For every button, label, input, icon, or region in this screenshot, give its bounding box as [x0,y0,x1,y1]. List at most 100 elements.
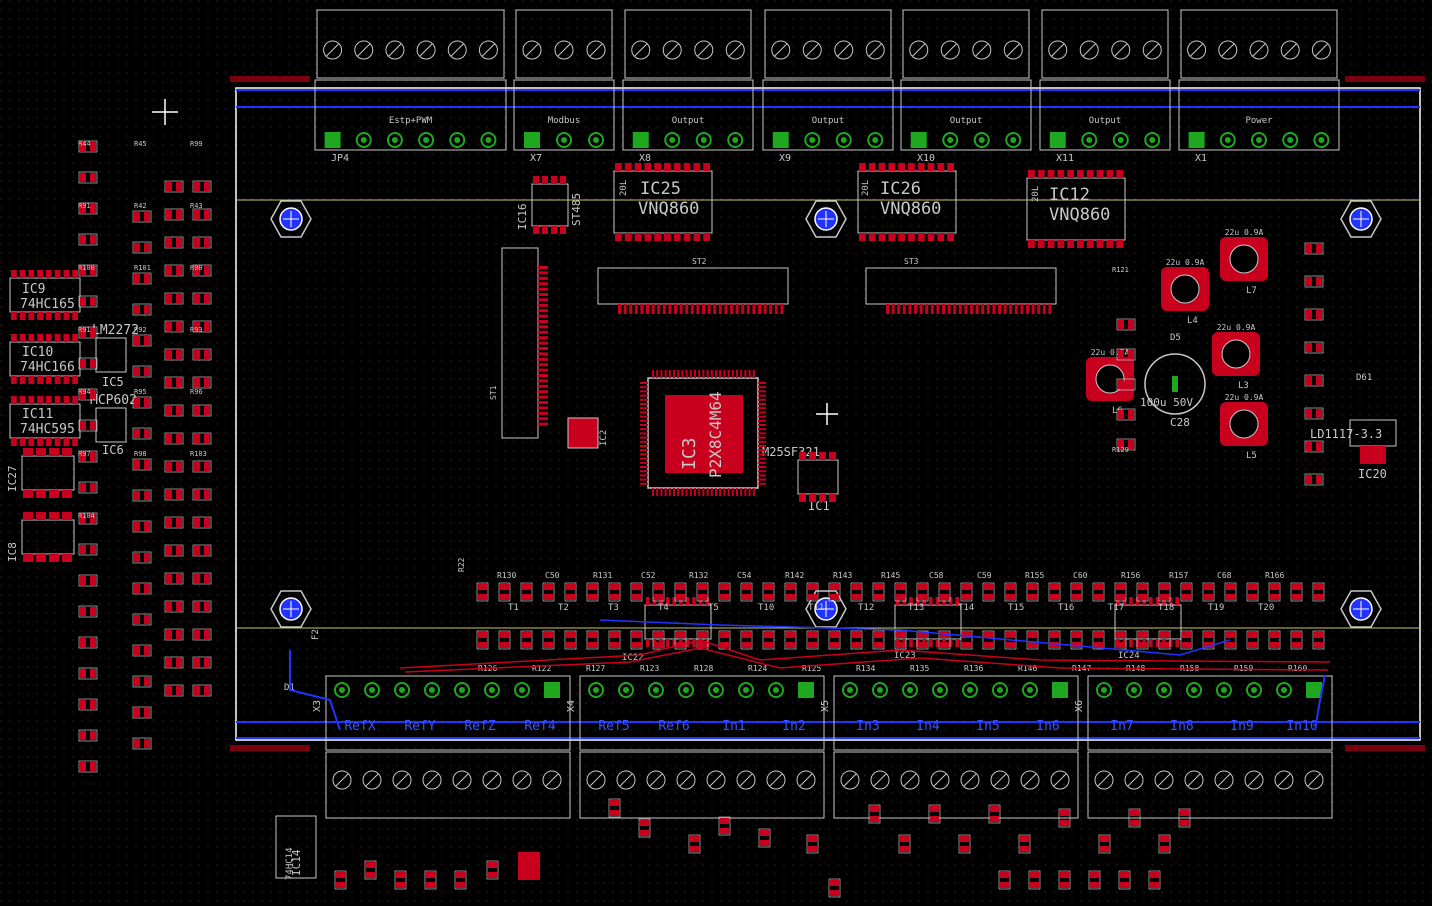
inductor-ref: L6 [1112,406,1123,416]
ic2-ref: IC2 [599,430,609,446]
connector-ref: X1 [1195,153,1207,164]
inductor-value: 22u 0.9A [1225,393,1264,402]
component-ref: R156 [1121,571,1140,580]
component-ref: R96 [190,388,203,396]
ic27-package[interactable]: IC27 [6,455,75,493]
ic10-package[interactable]: IC10 74HC166 [9,341,81,377]
input-pin-label: Ref4 [524,719,555,734]
ic11-ref: IC11 [22,407,53,422]
ic12-part: VNQ860 [1049,205,1110,225]
input-pin-label: In5 [976,719,999,734]
connector-ref: X7 [530,153,542,164]
ic1-ref: IC1 [808,499,830,513]
component-ref: R127 [586,664,605,673]
component-ref: C68 [1217,571,1232,580]
ic10-part: 74HC166 [20,360,75,375]
ic9-package[interactable]: IC9 74HC165 [9,277,81,313]
mounting-hole [1340,590,1382,628]
component-ref: T4 [658,603,669,613]
connector-ref: X5 [820,700,831,712]
ic6-part: MCP602 [90,393,137,408]
component-ref: R155 [1025,571,1044,580]
ic27-ref: IC27 [6,466,19,493]
ic26-pins: 20L [861,180,871,196]
ic20-regulator[interactable]: LD1117-3.3 IC20 [1310,419,1397,481]
ic10-ref: IC10 [22,345,53,360]
input-pin-label: In8 [1170,719,1193,734]
ic26-package[interactable]: IC26 VNQ860 20L [857,170,957,234]
component-ref: C59 [977,571,992,580]
component-ref: T14 [958,603,974,613]
c28-ref: C28 [1170,416,1190,429]
component-ref: T19 [1208,603,1224,613]
st1-label: ST1 [489,385,498,400]
copper-traces [289,619,1331,731]
ic11-part: 74HC595 [20,422,75,437]
component-ref: R136 [964,664,983,673]
connector-label: Output [950,116,983,126]
connector-ref: X9 [779,153,791,164]
component-ref: R22 [457,557,466,572]
ic8-ref: IC8 [6,542,19,562]
connector-x5[interactable]: In3 In4 In5 In6 X5 [820,675,1079,819]
ic9-part: 74HC165 [20,297,75,312]
connector-ref: X3 [312,700,323,712]
connector-ref: X6 [1074,700,1085,712]
component-ref: R99 [190,140,203,148]
c28-capacitor[interactable]: 100u 50V C28 [1140,353,1206,429]
component-ref: R92 [134,326,147,334]
ic8-package[interactable]: IC8 [6,519,75,562]
component-ref: R121 [1112,266,1129,274]
component-ref: R44 [78,140,91,148]
ic23-ref: IC23 [894,651,916,661]
ic11-package[interactable]: IC11 74HC595 [9,403,81,439]
ic5-package[interactable]: LM2272 IC5 [92,323,139,389]
ic2-package[interactable]: IC2 [567,417,609,449]
inductor-ref: L3 [1238,381,1249,391]
component-ref: R91 [78,326,91,334]
component-ref: R134 [856,664,875,673]
component-ref: R129 [1112,446,1129,454]
ic16-part: ST485 [570,193,583,226]
component-ref: T1 [508,603,519,613]
connector-ref: X4 [566,700,577,712]
restrict-area [1345,745,1425,751]
component-ref: R43 [190,202,203,210]
ic16-package[interactable]: IC16 ST485 [516,183,583,230]
input-pin-label: In3 [856,719,879,734]
c28-value: 100u 50V [1140,396,1193,409]
component-ref: T17 [1108,603,1124,613]
component-ref: R103 [190,450,207,458]
d61-label: D61 [1356,373,1372,383]
ic12-package[interactable]: IC12 VNQ860 20L [1026,177,1126,241]
input-pin-label: In6 [1036,719,1059,734]
component-ref: T18 [1158,603,1174,613]
ic25-package[interactable]: IC25 VNQ860 20L [613,170,713,234]
inductor-value: 22u 0.9A [1166,258,1205,267]
ic3-mcu[interactable]: IC3 P2X8C4M64 [647,377,759,489]
connector-label: Estp+PWM [389,116,433,126]
ic14-package[interactable]: IC14 74HC14 [275,815,317,880]
input-pin-label: In4 [916,719,940,734]
component-ref: T13 [908,603,924,613]
d5-label: D5 [1170,333,1181,343]
ic12-ref: IC12 [1049,185,1090,205]
ic5-ref: IC5 [102,375,124,389]
restrict-area [230,745,310,751]
